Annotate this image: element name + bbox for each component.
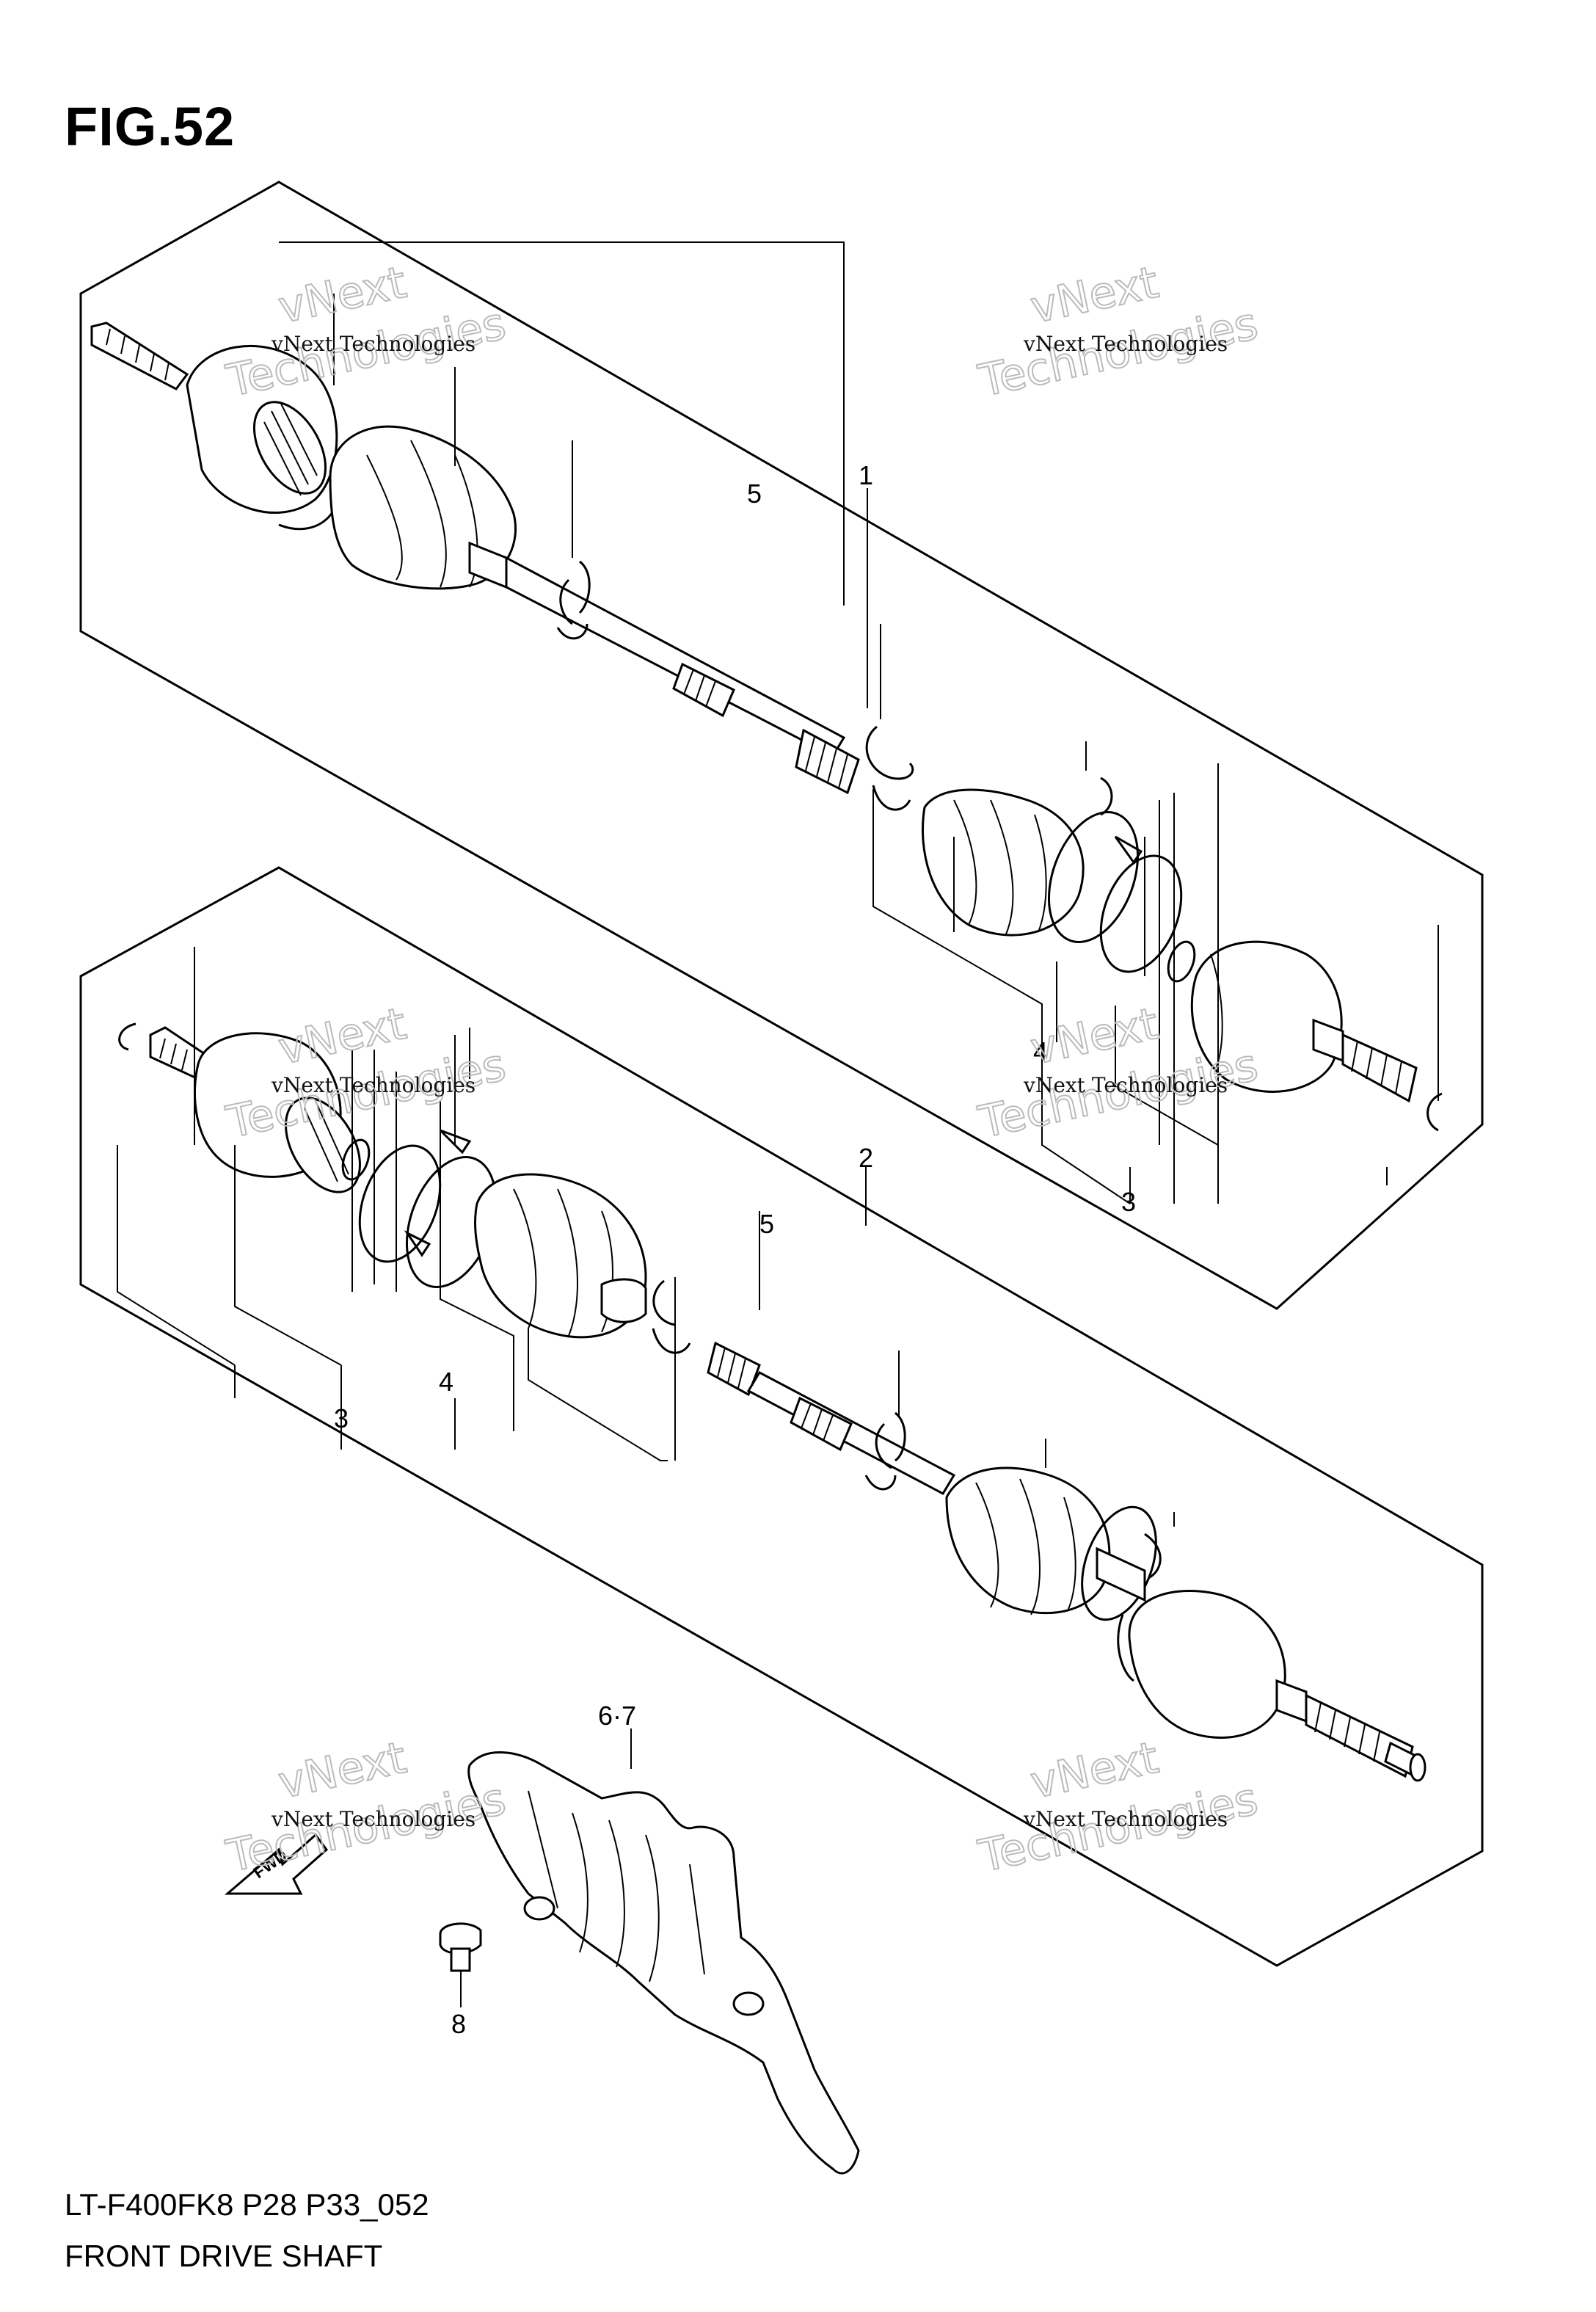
model-code: LT-F400FK8 P28 P33_052 xyxy=(65,2187,429,2222)
watermark-text-4: vNext Technologies xyxy=(1023,1073,1228,1097)
callout-2: 2 xyxy=(859,1143,873,1173)
lower-leader-lines xyxy=(117,947,1175,1527)
watermark-text-2: vNext Technologies xyxy=(1023,332,1228,356)
bolt xyxy=(439,1922,482,2007)
figure-title: FIG.52 xyxy=(65,96,236,157)
upper-drive-shaft xyxy=(90,321,1443,1132)
callout-6-7: 6·7 xyxy=(598,1701,636,1731)
shaft-guard-plate xyxy=(467,1728,860,2175)
callout-3-lower: 3 xyxy=(334,1403,349,1433)
watermark-text-5: vNext Technologies xyxy=(271,1807,475,1831)
callout-3-upper: 3 xyxy=(1121,1187,1136,1217)
lower-drive-shaft xyxy=(118,1022,1426,1782)
callout-1: 1 xyxy=(859,460,873,490)
upper-assembly-frame xyxy=(79,181,1484,1310)
callout-4-upper: 4 xyxy=(1033,1036,1048,1066)
figure-name: FRONT DRIVE SHAFT xyxy=(65,2239,383,2273)
callout-8: 8 xyxy=(451,2009,466,2039)
callout-5-lower: 5 xyxy=(759,1209,774,1239)
watermark-text-3: vNext Technologies xyxy=(271,1073,475,1097)
watermark-text-6: vNext Technologies xyxy=(1023,1807,1228,1831)
callout-5-upper: 5 xyxy=(747,479,762,509)
upper-leader-lines xyxy=(279,241,1439,1204)
callout-4-lower: 4 xyxy=(439,1367,453,1397)
watermark-text-1: vNext Technologies xyxy=(271,332,475,356)
lower-assembly-frame xyxy=(79,866,1484,1967)
callout-labels: 1 5 4 3 2 5 4 3 6·7 8 xyxy=(334,460,1136,2039)
